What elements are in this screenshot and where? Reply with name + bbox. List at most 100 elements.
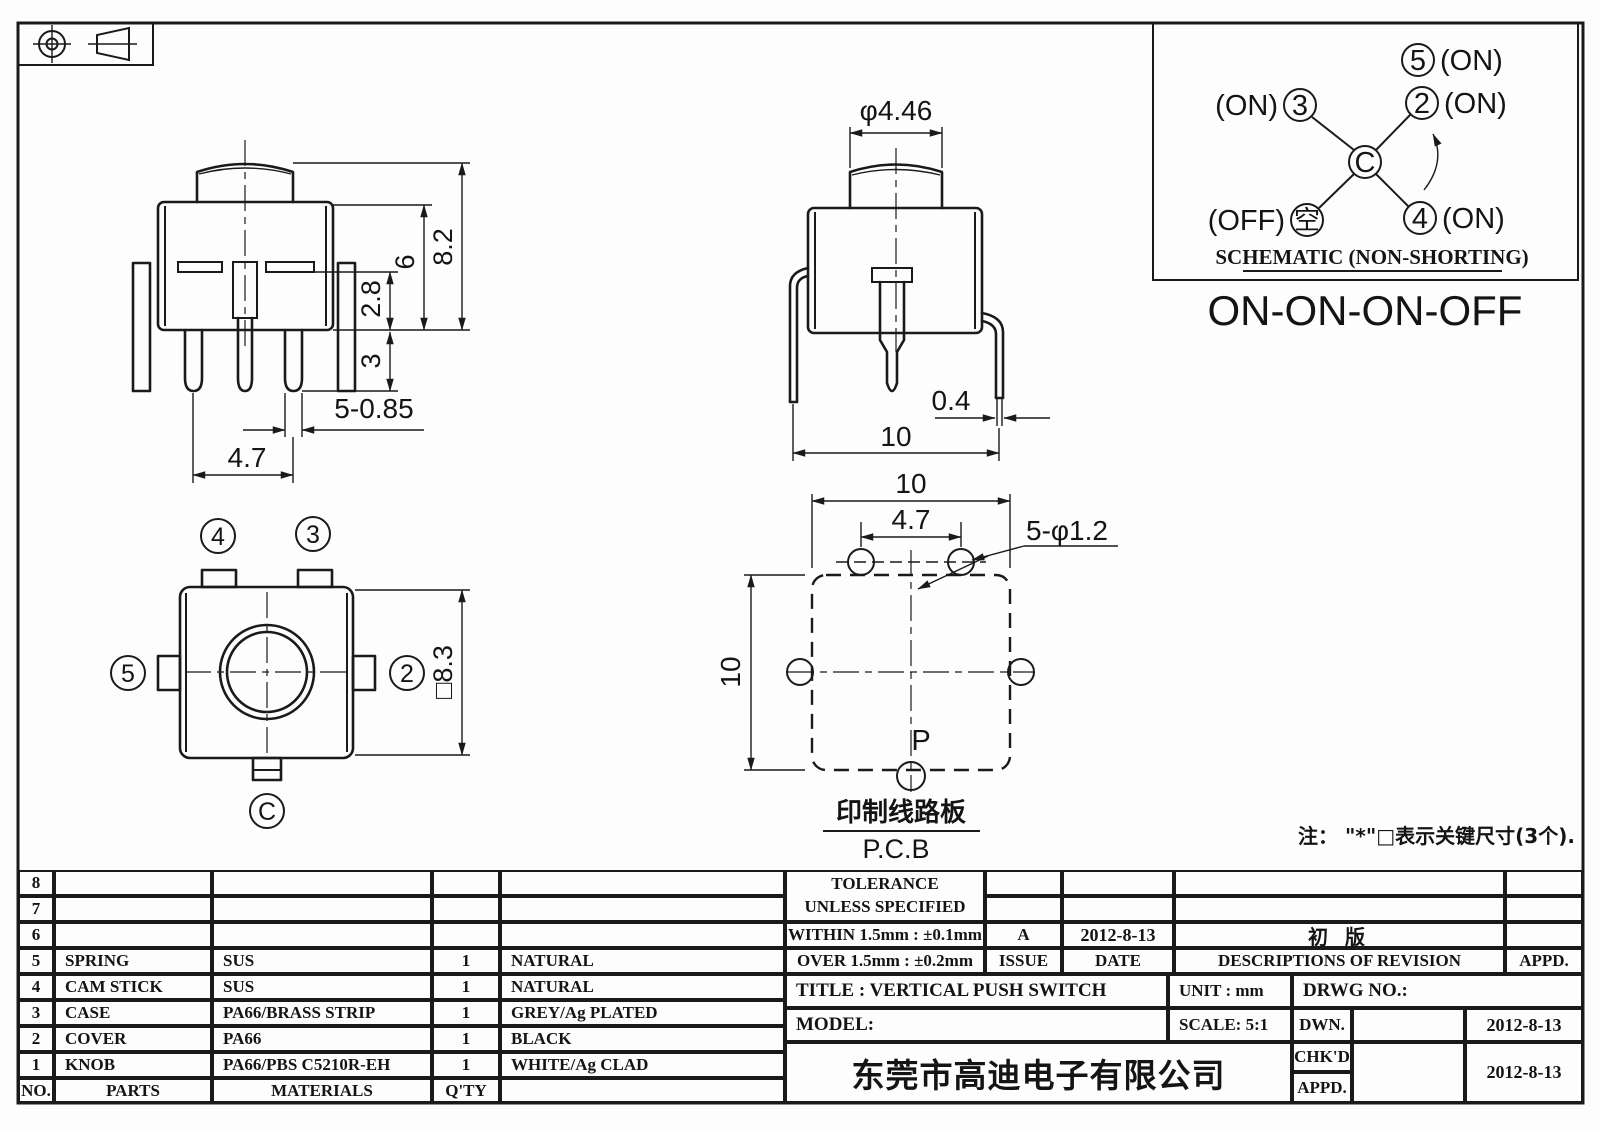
parts-no: 4 [18,974,54,1000]
parts-qty: 1 [432,1026,500,1052]
parts-finish: NATURAL [500,948,785,974]
side-body [806,206,984,335]
parts-no: 8 [18,870,54,896]
parts-finish: GREY/Ag PLATED [500,1000,785,1026]
pcb-view: 10 4.7 5-φ1.2 10 P 印制线路板 P.C.B [715,468,1118,864]
pcb-dimensions: 10 4.7 5-φ1.2 10 [715,468,1118,771]
dim-pcb-holes: 5-φ1.2 [1026,515,1108,546]
callout-2: 2 [400,660,414,688]
company-name: 东莞市高迪电子有限公司 [785,1042,1292,1103]
parts-finish [500,870,785,896]
label-on-3: (ON) [1215,90,1278,122]
dim-front-pin-pitch: 4.7 [228,442,267,473]
dim-pcb-pitch: 4.7 [892,504,931,535]
switch-function-label: ON-ON-ON-OFF [1208,287,1523,334]
parts-material: SUS [212,974,432,1000]
header-finish [500,1078,785,1103]
revision-date-cell [1062,870,1174,896]
terminal-c: C [1355,147,1376,179]
parts-name [54,896,212,922]
revision-appd-value [1505,922,1583,948]
label-on-4: (ON) [1442,203,1505,235]
parts-qty: 1 [432,1000,500,1026]
parts-no: 5 [18,948,54,974]
tolerance-header: TOLERANCE UNLESS SPECIFIED [785,870,985,922]
parts-no: 1 [18,1052,54,1078]
dwn-date: 2012-8-13 [1465,1008,1583,1042]
terminal-3: 3 [1292,90,1308,122]
parts-name [54,922,212,948]
date-label: DATE [1062,948,1174,974]
front-left-pin [183,328,204,393]
parts-finish: BLACK [500,1026,785,1052]
label-on-2: (ON) [1444,88,1507,120]
header-parts: PARTS [54,1078,212,1103]
front-center-terminal [232,261,258,319]
front-center-pin [236,316,254,393]
dim-front-pin-length: 3 [356,353,386,368]
revision-desc-value: 初 版 [1174,922,1505,949]
terminal-4: 4 [1412,203,1428,235]
dim-front-total-height: 8.2 [428,228,458,266]
top-knob-outer [218,623,316,721]
terminal-5: 5 [1410,45,1426,77]
side-view: φ4.46 0.4 10 [788,95,1050,461]
issue-label: ISSUE [985,948,1062,974]
pcb-hole [847,548,875,576]
chkd-date: 2012-8-13 [1465,1042,1583,1103]
pcb-hole [1007,658,1035,686]
dim-front-body-height: 6 [390,254,420,269]
parts-material [212,870,432,896]
revision-appd-cell [1505,870,1583,896]
callout-3: 3 [306,521,320,549]
chkd-label: CHK'D [1292,1042,1352,1072]
scale-label: SCALE: 5:1 [1168,1008,1292,1042]
front-right-pin [283,328,304,393]
pcb-caption-en: P.C.B [862,834,929,864]
parts-no: 3 [18,1000,54,1026]
dim-side-knob-dia: φ4.46 [860,95,933,126]
parts-finish [500,896,785,922]
rotation-arrow [1423,133,1442,191]
callout-5: 5 [121,660,135,688]
revision-desc-cell [1174,870,1505,896]
revision-issue-cell [985,870,1062,896]
pcb-p-label: P [911,725,930,757]
parts-name: SPRING [54,948,212,974]
sheet-border [16,21,1585,1105]
front-dimensions: 8.2 6 2.8 3 5-0.85 4.7 [192,162,470,483]
parts-qty: 1 [432,1052,500,1078]
parts-material: SUS [212,948,432,974]
front-knob [195,162,295,204]
front-body [156,200,335,332]
revision-appd-cell [1505,896,1583,922]
parts-material: PA66/PBS C5210R-EH [212,1052,432,1078]
parts-material: PA66/BRASS STRIP [212,1000,432,1026]
revision-issue-cell [985,896,1062,922]
dwn-signature-cell [1352,1008,1465,1042]
parts-qty: 1 [432,948,500,974]
label-on-5: (ON) [1440,45,1503,77]
tolerance-within: WITHIN 1.5mm : ±0.1mm [785,922,985,948]
dim-pcb-height: 10 [715,656,746,687]
schematic-diagram: 5 2 3 C 空 4 (ON) (ON) (ON) (ON) (OFF) SC… [1152,22,1579,334]
top-terminal-callouts: 4 3 5 2 C [110,516,425,829]
pcb-hole [786,658,814,686]
dim-top-body: □8.3 [428,645,458,699]
top-view: 4 3 5 2 C □8.3 [110,516,470,829]
side-left-leg [788,266,810,404]
header-materials: MATERIALS [212,1078,432,1103]
front-left-leg [131,261,152,393]
front-view: 8.2 6 2.8 3 5-0.85 4.7 [131,140,470,483]
parts-material [212,922,432,948]
revision-issue-value: A [985,922,1062,948]
parts-no: 2 [18,1026,54,1052]
model-label: MODEL: [785,1008,1168,1042]
drwg-no-label: DRWG NO.: [1292,974,1583,1008]
revision-desc-label: DESCRIPTIONS OF REVISION [1174,948,1505,974]
callout-c: C [258,798,276,826]
parts-qty [432,870,500,896]
parts-finish: WHITE/Ag CLAD [500,1052,785,1078]
